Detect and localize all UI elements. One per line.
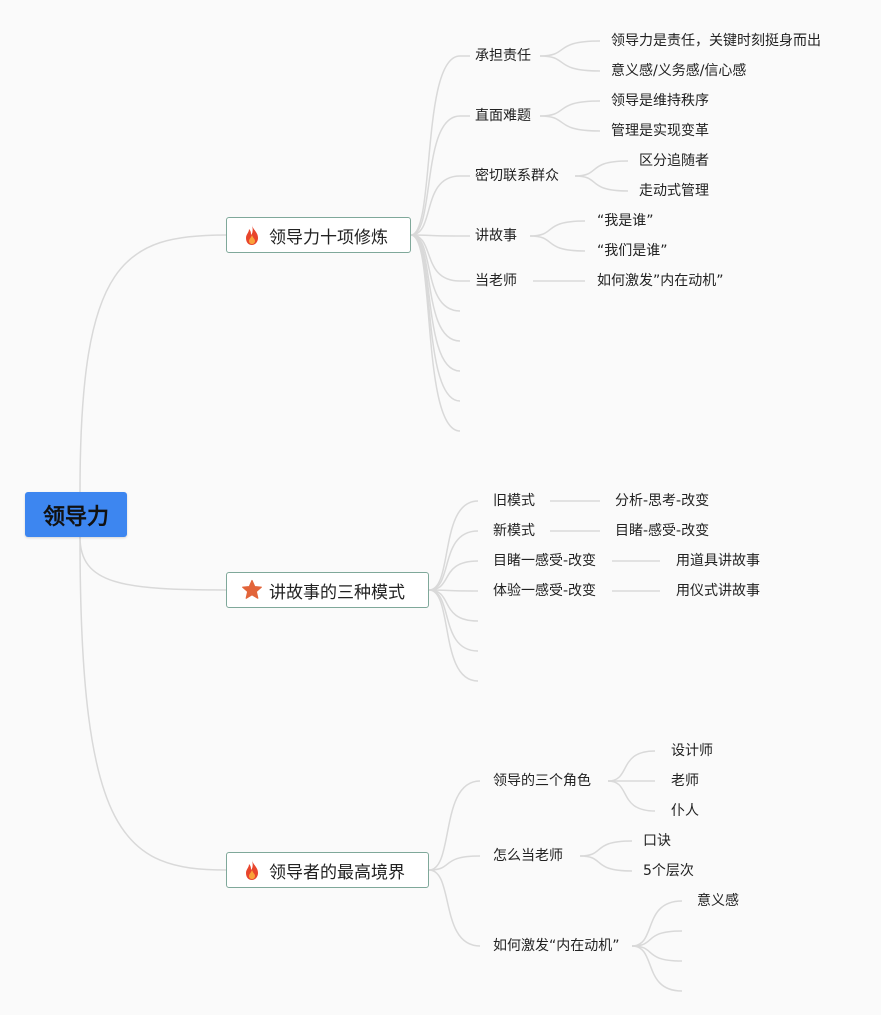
- leaf-node[interactable]: 用仪式讲故事: [676, 583, 760, 599]
- connector-line: [428, 589, 479, 622]
- fire-icon: [241, 224, 263, 246]
- connector-line: [631, 945, 683, 962]
- connector-line: [631, 945, 683, 992]
- topic-node[interactable]: 领导的三个角色: [493, 773, 591, 789]
- connector-line: [529, 235, 586, 252]
- connector-line: [631, 900, 683, 947]
- leaf-node[interactable]: 管理是实现变革: [611, 123, 709, 139]
- connector-line: [607, 750, 656, 782]
- topic-node[interactable]: 承担责任: [475, 48, 531, 64]
- connector-line: [428, 869, 481, 947]
- leaf-node[interactable]: 设计师: [671, 743, 713, 759]
- connector-line: [428, 855, 481, 871]
- leaf-node[interactable]: 领导力是责任，关键时刻挺身而出: [611, 33, 821, 49]
- leaf-node[interactable]: 仆人: [671, 803, 699, 819]
- topic-node[interactable]: 密切联系群众: [475, 168, 559, 184]
- leaf-node[interactable]: 老师: [671, 773, 699, 789]
- connector-line: [428, 500, 479, 591]
- leaf-node[interactable]: 如何激发”内在动机”: [597, 273, 724, 289]
- leaf-node[interactable]: 区分追随者: [639, 153, 709, 169]
- leaf-node[interactable]: 意义感: [697, 893, 739, 909]
- topic-node[interactable]: 直面难题: [475, 108, 531, 124]
- connector-line: [539, 115, 601, 132]
- connector-line: [410, 234, 461, 237]
- leaf-node[interactable]: 分析-思考-改变: [615, 493, 710, 509]
- leaf-node[interactable]: “我是谁”: [597, 213, 654, 229]
- star-icon: [241, 579, 263, 601]
- branch-node-highest-realm[interactable]: 领导者的最高境界: [226, 852, 429, 888]
- branch-node-storytelling-modes[interactable]: 讲故事的三种模式: [226, 572, 429, 608]
- connector-line: [539, 55, 601, 72]
- connector-line: [410, 234, 461, 372]
- connector-line: [539, 40, 601, 57]
- connector-line: [428, 560, 479, 591]
- leaf-node[interactable]: 口诀: [643, 833, 671, 849]
- connector-line: [410, 175, 461, 236]
- connector-line: [579, 855, 633, 872]
- connector-line: [410, 234, 461, 432]
- connector-line: [410, 55, 461, 236]
- branch-label: 领导者的最高境界: [269, 862, 405, 883]
- topic-node[interactable]: 目睹一感受-改变: [493, 553, 597, 569]
- connector-line: [428, 589, 479, 682]
- leaf-node[interactable]: “我们是谁”: [597, 243, 668, 259]
- connector-line: [529, 220, 586, 237]
- topic-node[interactable]: 新模式: [493, 523, 535, 539]
- connector-line: [428, 780, 481, 871]
- connector-line: [410, 234, 461, 342]
- topic-node[interactable]: 当老师: [475, 273, 517, 289]
- connector-line: [607, 780, 656, 812]
- connector-line: [428, 530, 479, 591]
- leaf-node[interactable]: 用道具讲故事: [676, 553, 760, 569]
- root-label: 领导力: [42, 504, 109, 530]
- fire-icon: [241, 859, 263, 881]
- leaf-node[interactable]: 意义感/义务感/信心感: [611, 63, 747, 79]
- leaf-node[interactable]: 5个层次: [643, 863, 694, 879]
- leaf-node[interactable]: 目睹-感受-改变: [615, 523, 710, 539]
- topic-node[interactable]: 旧模式: [493, 493, 535, 509]
- connector-line: [410, 115, 461, 236]
- connector-line: [631, 930, 683, 947]
- connector-line: [79, 234, 227, 493]
- connector-line: [539, 100, 601, 117]
- branch-label: 领导力十项修炼: [269, 227, 388, 248]
- connector-line: [574, 175, 629, 192]
- branch-label: 讲故事的三种模式: [269, 582, 405, 603]
- root-node[interactable]: 领导力: [25, 492, 127, 537]
- connector-line: [574, 160, 629, 177]
- leaf-node[interactable]: 走动式管理: [639, 183, 709, 199]
- connector-line: [79, 536, 227, 591]
- connector-line: [79, 536, 227, 871]
- topic-node[interactable]: 如何激发“内在动机”: [493, 938, 620, 954]
- branch-node-leadership-training[interactable]: 领导力十项修炼: [226, 217, 411, 253]
- topic-node[interactable]: 讲故事: [475, 228, 517, 244]
- leaf-node[interactable]: 领导是维持秩序: [611, 93, 709, 109]
- connector-line: [579, 840, 633, 857]
- connector-line: [410, 234, 461, 312]
- topic-node[interactable]: 体验一感受-改变: [493, 583, 597, 599]
- topic-node[interactable]: 怎么当老师: [493, 848, 563, 864]
